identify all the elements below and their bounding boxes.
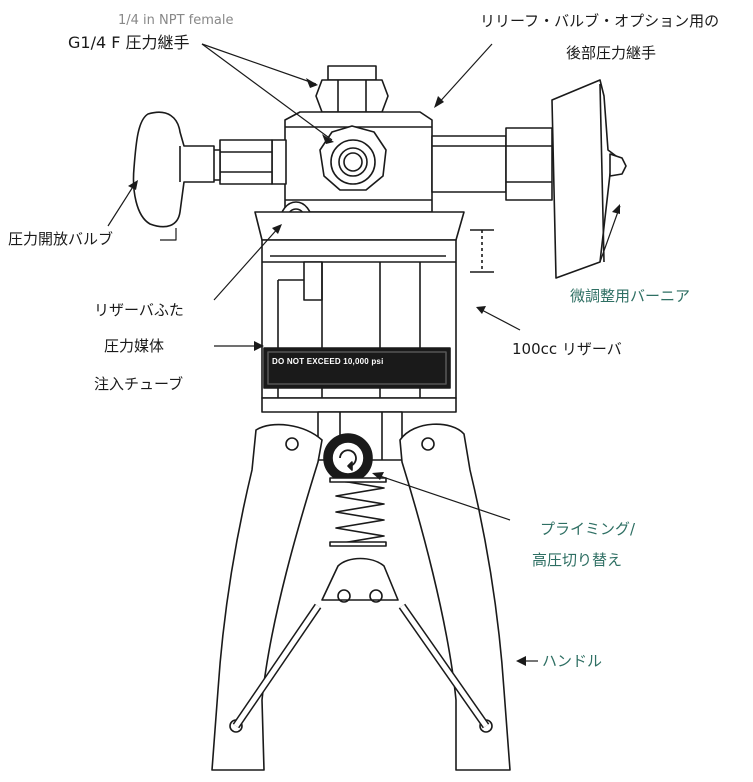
- right-connector: [431, 127, 553, 201]
- handle-linkage: [232, 557, 490, 729]
- label-fill-tube-line2: 注入チューブ: [94, 375, 184, 393]
- label-handle: ハンドル: [542, 652, 603, 670]
- label-priming-line1: プライミング/: [540, 520, 636, 538]
- label-release-valve: 圧力開放バルブ: [8, 230, 114, 248]
- vernier-knob: [551, 79, 627, 279]
- arrowheads: [128, 78, 620, 666]
- label-priming-line2: 高圧切り替え: [532, 551, 623, 569]
- label-fitting-faded: 1/4 in NPT female: [118, 13, 234, 28]
- warning-plate: [263, 347, 451, 389]
- left-handle: [211, 423, 323, 771]
- front-pressure-port: [319, 125, 387, 191]
- top-pressure-fitting: [315, 65, 389, 113]
- label-vernier: 微調整用バーニア: [570, 287, 691, 305]
- warning-plate-text: DO NOT EXCEED 10,000 psi: [272, 357, 384, 366]
- right-handle: [399, 423, 511, 771]
- spring: [329, 477, 387, 547]
- release-valve-knob: [132, 111, 215, 228]
- priming-selector: [323, 433, 373, 483]
- left-connector: [209, 139, 287, 185]
- label-reservoir: 100cc リザーバ: [512, 340, 622, 358]
- label-g14-fitting: G1/4 F 圧力継手: [68, 33, 190, 52]
- label-fill-tube-line1: 圧力媒体: [104, 337, 165, 355]
- label-relief-line2: 後部圧力継手: [566, 44, 657, 62]
- hand-pump-illustration: [107, 43, 627, 771]
- label-relief-line1: リリーフ・バルブ・オプション用の: [480, 12, 720, 30]
- leader-lines: [107, 43, 621, 662]
- label-reservoir-cap: リザーバふた: [94, 301, 184, 319]
